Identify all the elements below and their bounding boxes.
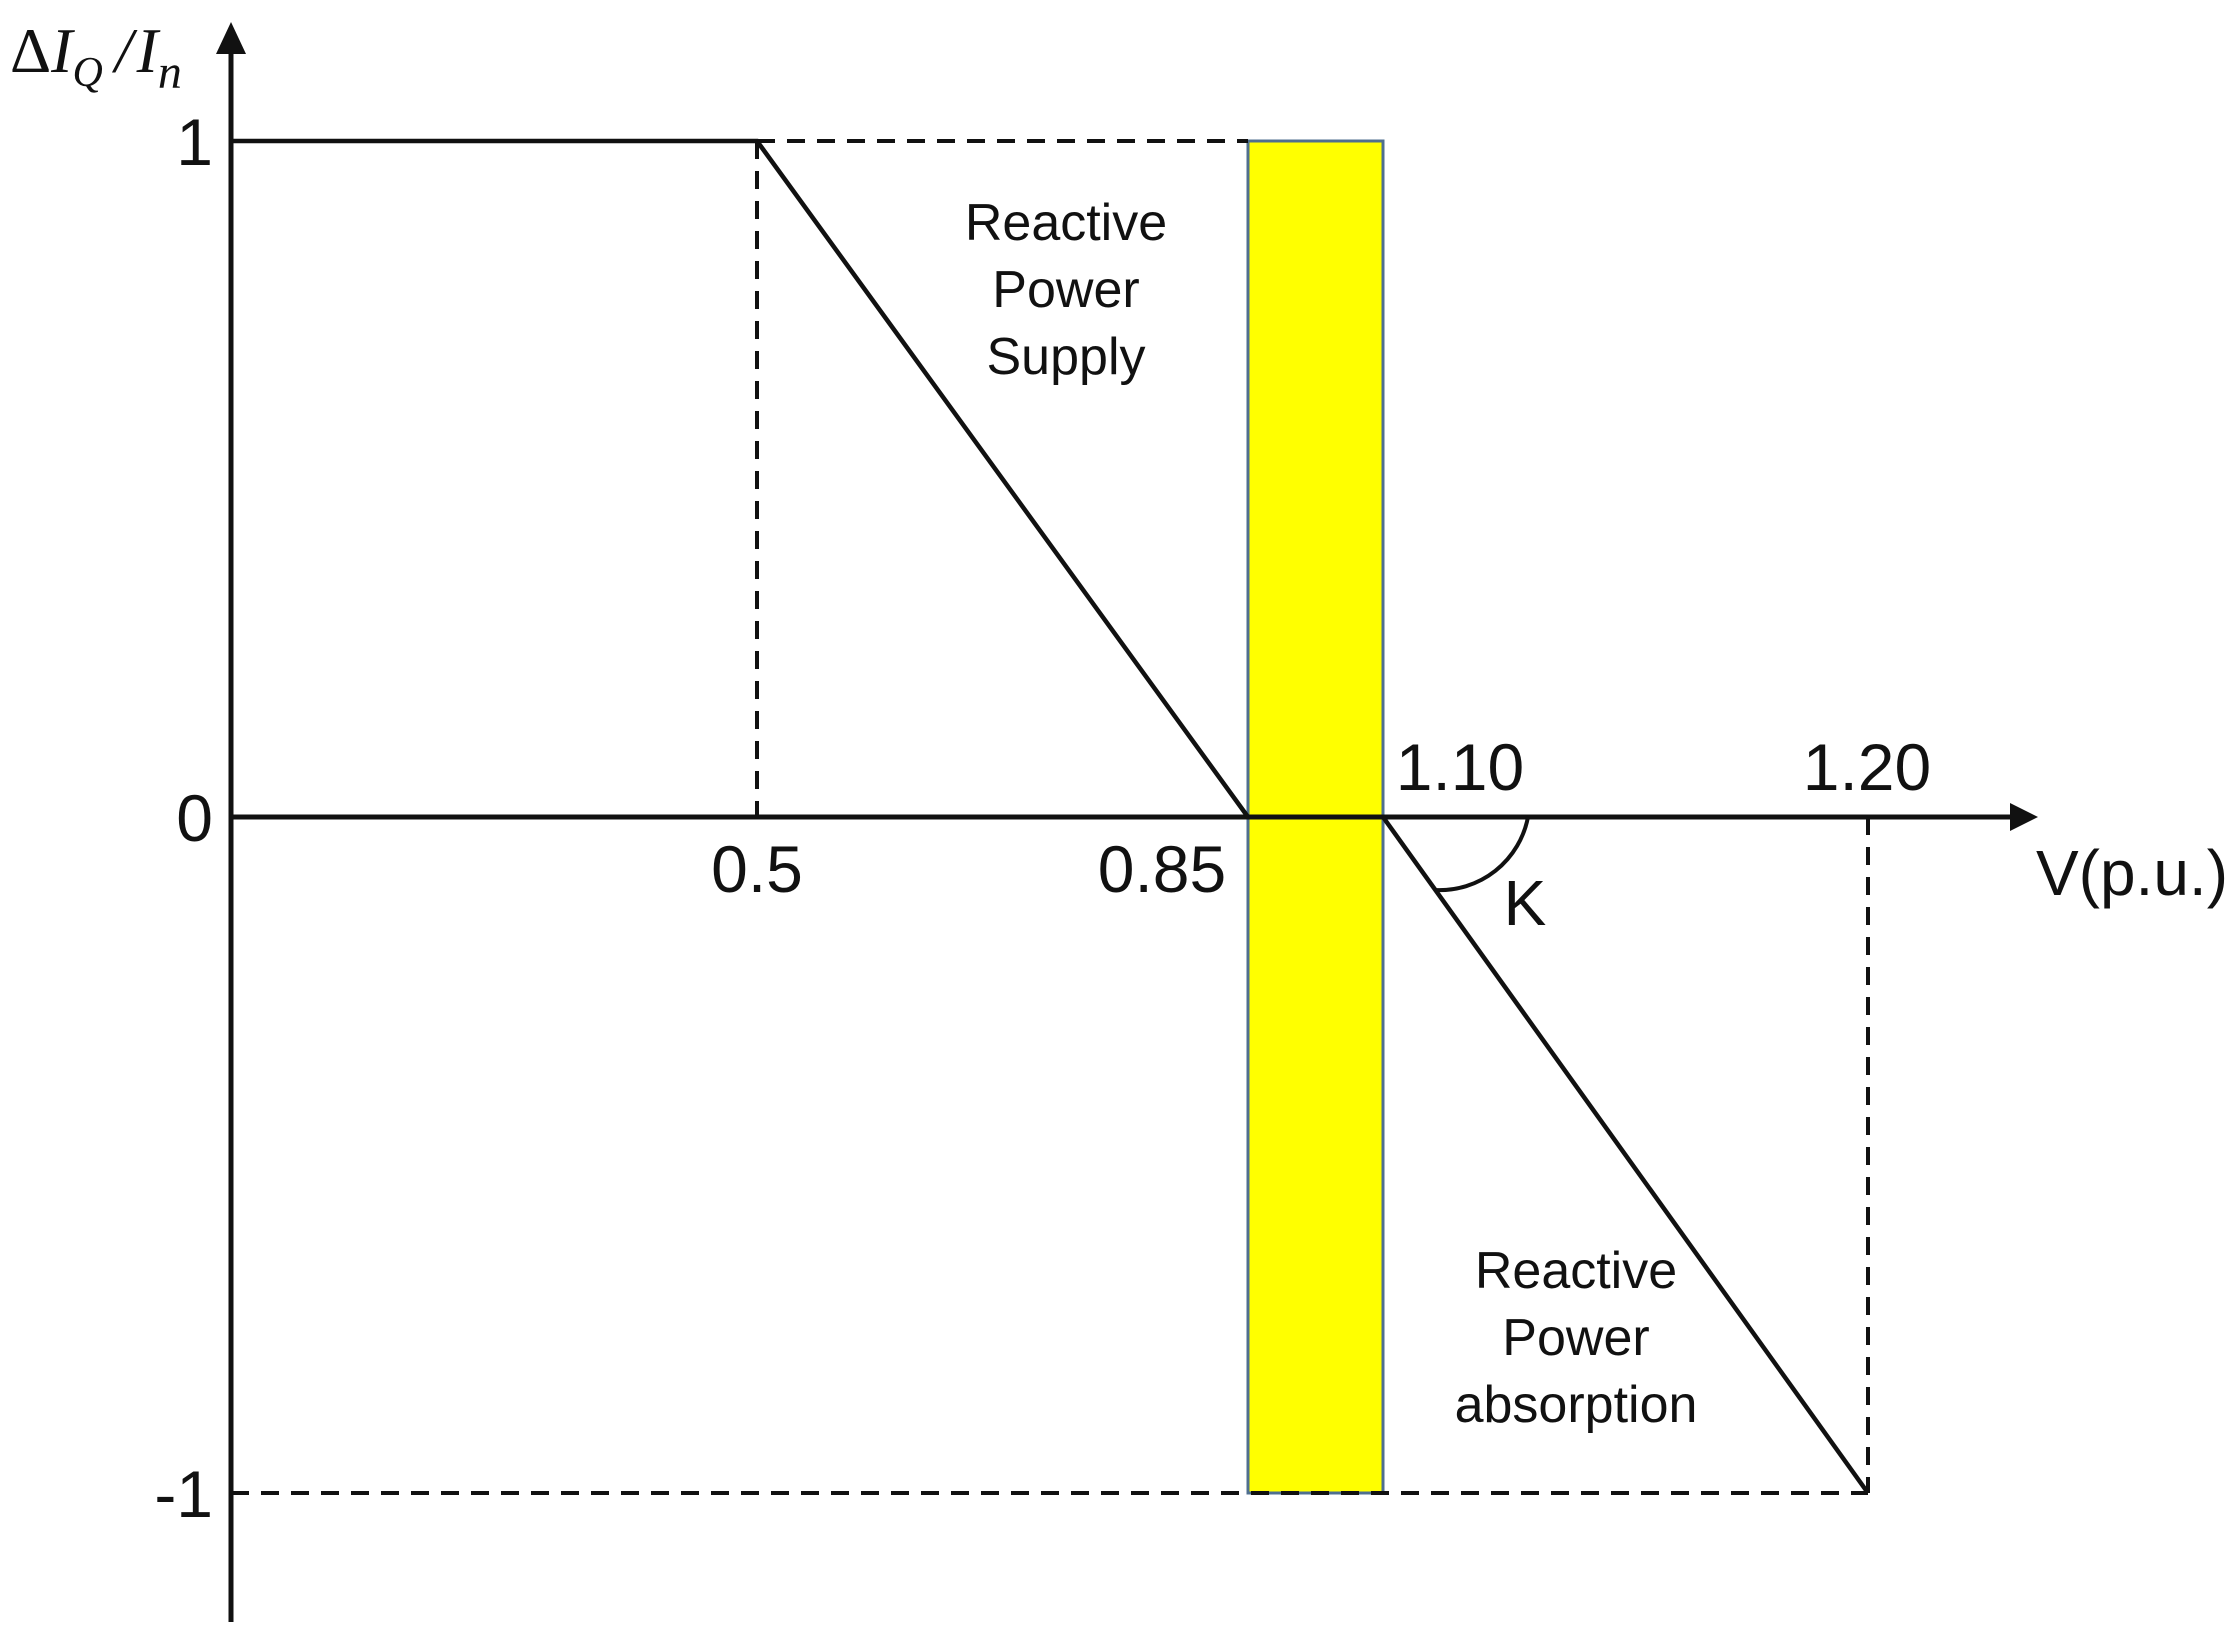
x-axis-arrowhead: [2010, 803, 2038, 831]
y-tick-label: -1: [154, 1457, 213, 1531]
x-tick-label: 1.20: [1803, 730, 1931, 804]
region-label-line: Power: [1502, 1309, 1649, 1367]
slope-k-arc: [1435, 816, 1530, 893]
region-label-line: Reactive: [1475, 1242, 1677, 1300]
region-label-line: Power: [992, 261, 1139, 319]
x-tick-label: 0.85: [1098, 832, 1226, 906]
y-label-delta: Δ: [10, 15, 51, 86]
y-tick-label: 1: [176, 105, 213, 179]
y-label-numerator: I: [50, 15, 75, 86]
y-label-denominator: I: [136, 15, 161, 86]
region-label-line: Reactive: [965, 194, 1167, 252]
y-label-denominator-sub: n: [158, 46, 182, 99]
y-axis-arrowhead: [216, 22, 246, 54]
y-axis-label: ΔIQ/In: [10, 15, 182, 99]
y-label-numerator-sub: Q: [72, 50, 102, 96]
supply-characteristic-line: [231, 138, 1250, 819]
region-label-line: Supply: [987, 328, 1146, 386]
x-tick-labels: 0.5 0.85 1.10 1.20: [711, 730, 1931, 906]
x-tick-label: 0.5: [711, 832, 803, 906]
x-tick-label: 1.10: [1396, 730, 1524, 804]
slope-k-label: K: [1504, 867, 1547, 939]
y-tick-label: 0: [176, 781, 213, 855]
y-tick-labels: 1 0 -1: [154, 105, 213, 1531]
region-label-line: absorption: [1455, 1376, 1698, 1434]
x-axis-label: V(p.u.): [2036, 837, 2228, 909]
absorption-characteristic-line: [1381, 815, 1870, 1495]
